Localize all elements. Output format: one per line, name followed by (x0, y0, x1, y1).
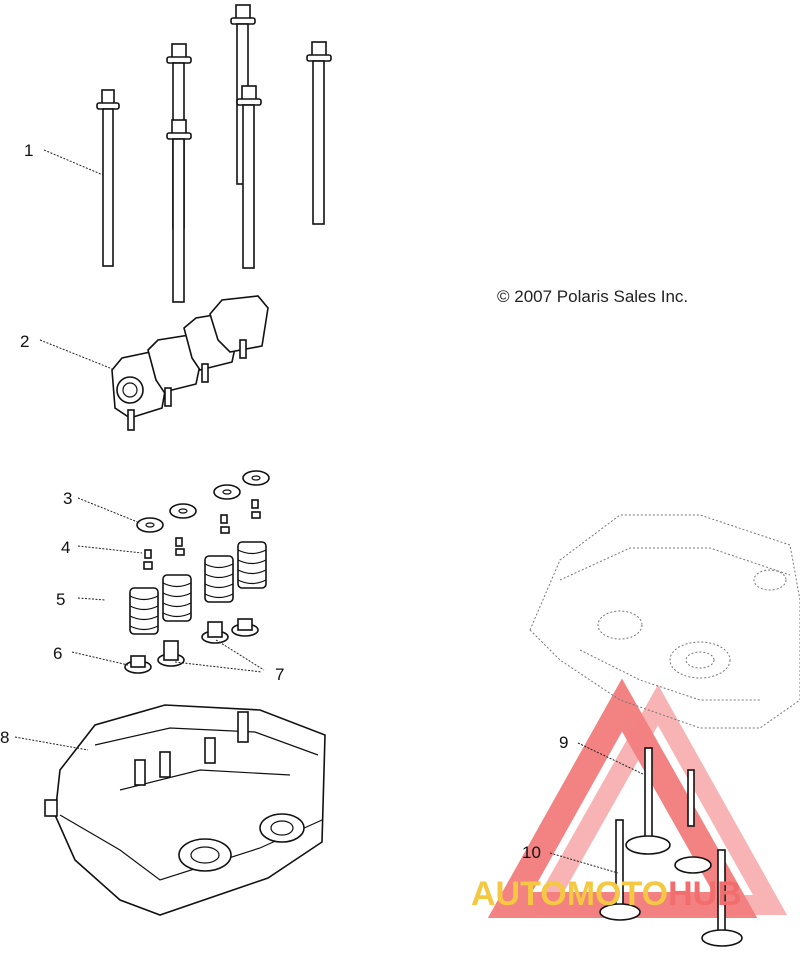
callout-7: 7 (275, 665, 284, 684)
watermark-text: AUTOMOTOHUB (471, 875, 742, 913)
svg-text:AUTOMOTOHUB: AUTOMOTOHUB (471, 875, 742, 913)
valve-keepers (143, 499, 261, 570)
head-bolts (96, 4, 332, 303)
callout-labels: 1 2 3 4 5 6 7 8 9 10 (0, 141, 568, 862)
callout-5: 5 (56, 590, 65, 609)
callout-9: 9 (559, 733, 568, 752)
valves (599, 747, 743, 947)
watermark-text-hub: HUB (668, 875, 742, 913)
valve-stem-seals (124, 618, 259, 674)
callout-4: 4 (61, 538, 70, 557)
copyright-notice: © 2007 Polaris Sales Inc. (497, 287, 688, 306)
watermark-text-automoto: AUTOMOTO (471, 875, 668, 913)
valve-springs (129, 541, 267, 635)
callout-2: 2 (20, 332, 29, 351)
callout-8: 8 (0, 728, 9, 747)
cylinder-head (44, 704, 326, 916)
leader-lines (14, 149, 646, 874)
callout-10: 10 (522, 843, 541, 862)
callout-3: 3 (63, 489, 72, 508)
rocker-arm-assembly (111, 295, 269, 431)
callout-6: 6 (53, 644, 62, 663)
valve-spring-retainers (136, 470, 270, 533)
cylinder-head-reference-view (529, 514, 800, 729)
callout-1: 1 (24, 141, 33, 160)
